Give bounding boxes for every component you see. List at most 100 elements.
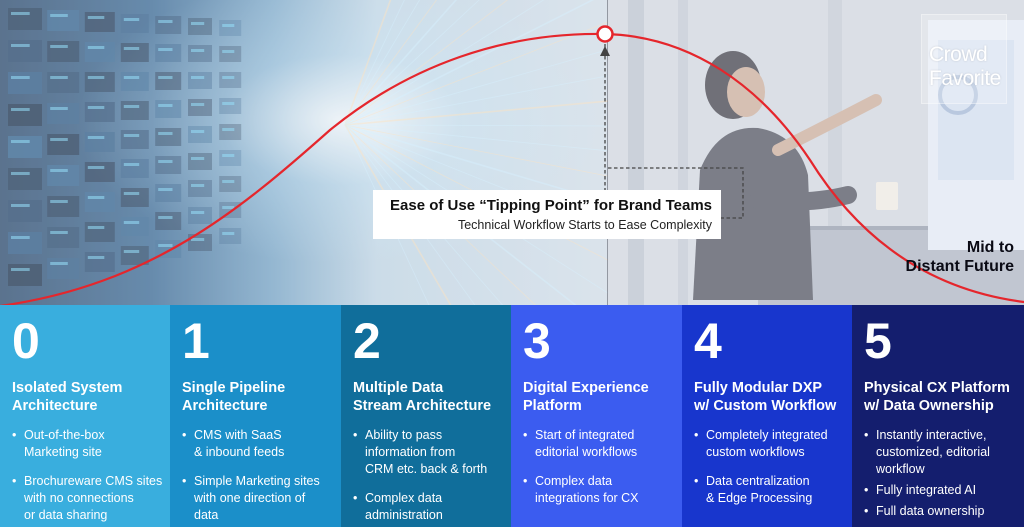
light-streak: [344, 124, 452, 305]
screen-tile-glow: [191, 211, 205, 214]
screen-tile-glow: [11, 108, 30, 111]
stage-bullet-line: CMS with SaaS: [194, 428, 282, 442]
stage-title-line: Multiple Data: [353, 380, 444, 396]
stage-bullet-line: Complex data: [365, 491, 443, 505]
stage-title-line: Architecture: [182, 398, 268, 414]
stage-bullet-line: Full data ownership: [876, 504, 985, 518]
screen-tile-glow: [11, 76, 30, 79]
stage-bullet: Fully integrated AI: [864, 482, 1024, 499]
screen-tile-glow: [222, 128, 235, 131]
screen-tile-glow: [50, 45, 68, 48]
screen-tile-glow: [123, 250, 140, 253]
light-streak: [344, 124, 608, 204]
arrow-up-icon: [600, 46, 610, 56]
screen-tile-glow: [222, 102, 235, 105]
adoption-curve-diagram: [0, 25, 1024, 305]
screen-tile-glow: [191, 49, 205, 52]
screen-tile-glow: [123, 192, 140, 195]
stage-number: 4: [694, 313, 722, 369]
stage-bullet-line: Fully integrated AI: [876, 483, 977, 497]
tipping-point-marker: [596, 25, 614, 43]
screen-tile-glow: [191, 184, 205, 187]
light-streak: [344, 0, 595, 126]
stage-bullet-line: integrations for CX: [535, 491, 639, 505]
screen-tile-glow: [191, 130, 205, 133]
stage-bullet-line: Ability to pass: [365, 428, 443, 442]
stage-title-line: Physical CX Platform: [864, 380, 1010, 396]
stage-bullet-line: & Edge Processing: [706, 491, 813, 505]
light-streak: [344, 0, 480, 126]
light-streak: [344, 124, 608, 127]
stage-title-line: Fully Modular DXP: [694, 380, 823, 396]
screen-tile-glow: [222, 50, 235, 53]
stage-bullet-line: Data centralization: [706, 474, 810, 488]
screen-tile-glow: [11, 236, 30, 239]
stage-title-line: Digital Experience: [523, 380, 649, 396]
screen-tile-glow: [11, 44, 30, 47]
stage-number: 2: [353, 313, 381, 369]
screen-tile-glow: [191, 22, 205, 25]
screen-tile-glow: [50, 76, 68, 79]
light-streak: [344, 0, 392, 126]
light-streak: [344, 0, 458, 126]
screen-tile-glow: [50, 231, 68, 234]
crowd-favorite-logo: Crowd Favorite: [921, 14, 1007, 104]
screen-tile-glow: [123, 134, 140, 137]
screen-tile-glow: [158, 48, 173, 51]
screen-tile-glow: [87, 256, 105, 259]
screen-tile-glow: [123, 76, 140, 79]
screen-tile-glow: [222, 154, 235, 157]
light-streak: [344, 124, 536, 305]
stage-bullet-line: Simple Marketing sites: [194, 474, 320, 488]
screen-tile-glow: [50, 14, 68, 17]
screen-tile-glow: [158, 216, 173, 219]
screen-tile-glow: [123, 47, 140, 50]
screen-tile-glow: [50, 169, 68, 172]
screen-tile-glow: [158, 188, 173, 191]
light-streak: [344, 21, 608, 126]
callout-dashed-connector: [608, 167, 744, 219]
light-streak: [344, 49, 608, 126]
screen-tile-glow: [50, 200, 68, 203]
screen-tile-glow: [87, 46, 105, 49]
stage-bullet-line: Start of integrated: [535, 428, 635, 442]
stage-number: 0: [12, 313, 40, 369]
stage-bullet-list: Instantly interactive,customized, editor…: [864, 427, 1024, 520]
light-streak: [344, 100, 608, 126]
screen-tile-glow: [158, 132, 173, 135]
screen-tile-glow: [222, 206, 235, 209]
future-label: Mid to Distant Future: [905, 239, 1014, 275]
stage-bullet-line: custom workflows: [706, 445, 805, 459]
screen-tile-glow: [191, 238, 205, 241]
screen-tile-glow: [123, 163, 140, 166]
stage-bullet: Instantly interactive,customized, editor…: [864, 427, 1024, 478]
screen-tile-glow: [87, 16, 105, 19]
stage-number: 5: [864, 313, 892, 369]
screen-tile-glow: [11, 268, 30, 271]
screen-tile-glow: [50, 262, 68, 265]
light-streak: [344, 124, 577, 305]
stage-bullet-line: or data sharing: [24, 508, 108, 522]
stage-bullet-line: Instantly interactive,: [876, 428, 987, 442]
stage-bullet-list: CMS with SaaS& inbound feedsSimple Marke…: [182, 427, 341, 524]
stage-bullet: CMS with SaaS& inbound feeds: [182, 427, 341, 461]
stage-bullet-line: Marketing site: [24, 445, 102, 459]
screen-tile-glow: [158, 76, 173, 79]
screen-tile-glow: [158, 104, 173, 107]
screen-tile-glow: [50, 107, 68, 110]
